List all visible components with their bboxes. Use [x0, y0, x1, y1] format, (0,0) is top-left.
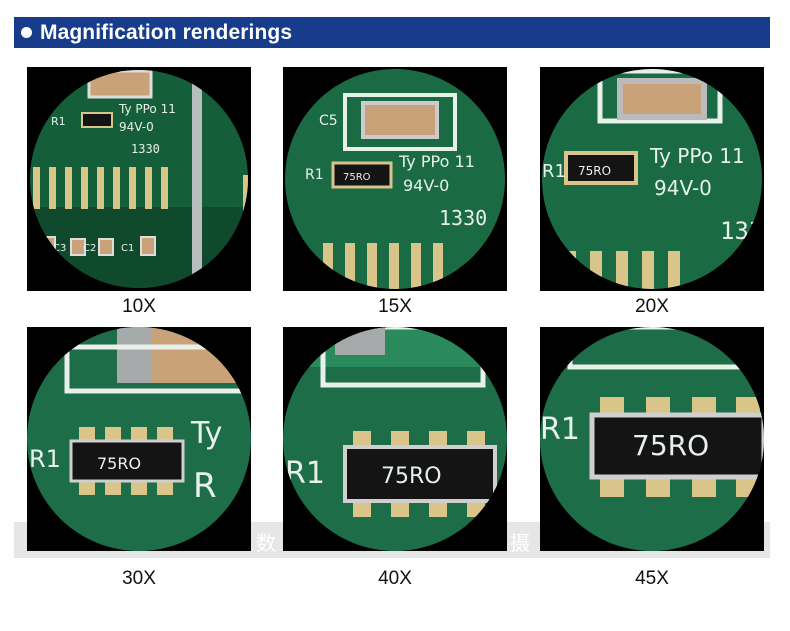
resistor-marking: 75RO — [343, 172, 371, 183]
caption-10x: 10X — [122, 296, 156, 317]
resistor-label: R1 — [305, 167, 324, 183]
magnification-image-20x: 75RO R1 Ty PPo 11 94V-0 1330 — [540, 67, 764, 291]
resistor-label: R1 — [542, 161, 566, 182]
maker-marking: Ty PPo 11 — [398, 152, 475, 171]
maker-marking: Ty PPo 11 — [118, 102, 176, 116]
magnification-image-40x: 75RO R1 — [283, 327, 507, 551]
resistor-marking: 75RO — [97, 454, 141, 473]
magnification-image-45x: 75RO R1 — [540, 327, 764, 551]
caption-45x: 45X — [635, 568, 669, 589]
resistor-label: R1 — [29, 445, 61, 473]
watermark-char-left: 数 — [256, 531, 276, 555]
caption-20x: 20X — [635, 296, 669, 317]
cap-label: C5 — [61, 79, 76, 92]
caption-30x: 30X — [122, 568, 156, 589]
caption-15x: 15X — [378, 296, 412, 317]
maker-glyph: Ty — [190, 416, 222, 451]
rating-marking: 94V-0 — [119, 120, 154, 134]
resistor-marking: 75RO — [381, 464, 442, 489]
watermark-char-right: 摄 — [510, 531, 530, 555]
resistor-label: R1 — [540, 412, 580, 447]
rating-glyph: R — [193, 466, 217, 506]
resistor-marking: 75RO — [632, 429, 709, 462]
resistor-marking: 75RO — [578, 164, 611, 178]
rating-marking: 94V-0 — [403, 176, 449, 195]
section-title: Magnification renderings — [40, 20, 293, 44]
magnification-image-30x: 75RO R1 Ty R — [27, 327, 251, 551]
code-marking: 1330 — [131, 142, 160, 156]
section-header: Magnification renderings — [14, 17, 770, 48]
magnification-image-10x: C5 R1 Ty PPo 11 94V-0 1330 C3 C2 C1 — [27, 67, 251, 291]
cap-label: C5 — [319, 113, 338, 129]
code-marking: 1330 — [439, 206, 487, 230]
caption-40x: 40X — [378, 568, 412, 589]
c3-label: C3 — [53, 243, 66, 254]
code-marking: 1330 — [720, 217, 764, 245]
c2-label: C2 — [83, 243, 96, 254]
maker-marking: Ty PPo 11 — [649, 144, 745, 168]
bullet-icon — [21, 27, 32, 38]
resistor-label: R1 — [51, 115, 66, 128]
c1-label: C1 — [121, 243, 134, 254]
rating-marking: 94V-0 — [654, 176, 712, 200]
magnification-image-15x: C5 75RO R1 Ty PPo 11 94V-0 1330 — [283, 67, 507, 291]
resistor-label: R1 — [285, 456, 325, 491]
